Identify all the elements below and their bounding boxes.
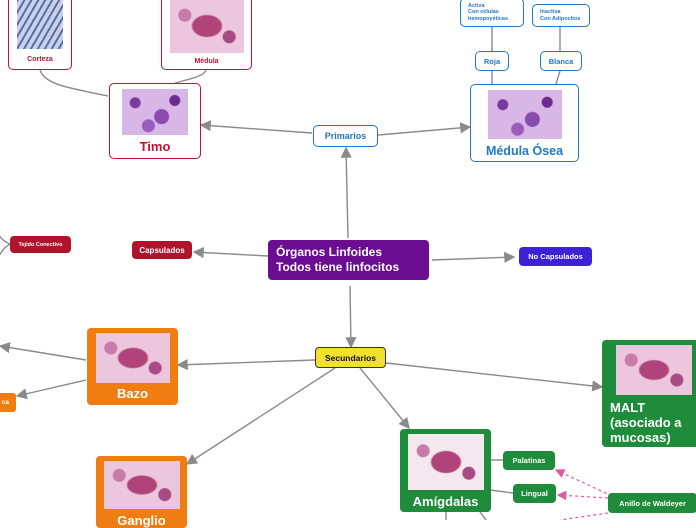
link-central-secundarios xyxy=(345,285,357,349)
anillo-waldeyer-node[interactable]: Anillo de Waldeyer xyxy=(608,493,696,513)
medula-osea-label: Médula Ósea xyxy=(485,144,564,158)
blanca-label: Blanca xyxy=(548,56,574,66)
link-secundarios-bazo xyxy=(176,359,316,371)
bazo-child-node[interactable]: ca xyxy=(0,393,16,412)
lingual-label: Lingual xyxy=(521,489,548,498)
bazo-image xyxy=(95,333,170,383)
activa-line2: Con células xyxy=(468,9,499,16)
corteza-label: Corteza xyxy=(27,56,53,63)
corteza-node[interactable]: Corteza xyxy=(8,0,72,70)
activa-line3: hemopoyéticas xyxy=(468,15,509,22)
timo-label: Timo xyxy=(139,139,171,154)
roja-label: Roja xyxy=(483,56,501,66)
primarios-label: Primarios xyxy=(324,131,367,141)
central-title-line2: Todos tiene linfocitos xyxy=(276,260,400,274)
link-central-capsulados xyxy=(192,246,269,259)
link-bazo-left2 xyxy=(15,379,87,400)
ganglio-image xyxy=(103,461,180,509)
link-medula-blanca xyxy=(555,70,561,85)
primarios-node[interactable]: Primarios xyxy=(313,125,378,147)
link-amig-lingual xyxy=(489,489,514,494)
palatinas-label: Palatinas xyxy=(512,456,546,465)
link-timo-corteza xyxy=(39,69,109,97)
activa-node[interactable]: Activa Con células hemopoyéticas xyxy=(460,0,524,27)
malt-node[interactable]: MALT (asociado a mucosas) xyxy=(602,340,696,447)
link-central-primarios xyxy=(340,146,352,239)
inactiva-line1: Inactiva xyxy=(540,9,561,15)
bazo-label: Bazo xyxy=(116,386,149,401)
link-anillo-palatinas xyxy=(554,469,613,497)
central-title-line1: Órganos Linfoides xyxy=(276,245,383,259)
tejido-conectivo-node[interactable]: Tejido Conectivo xyxy=(10,236,71,253)
link-amig-down2 xyxy=(479,511,487,520)
secundarios-label: Secundarios xyxy=(324,352,377,363)
ganglio-label: Ganglio xyxy=(117,513,166,528)
medula-osea-image xyxy=(487,90,562,139)
bazo-child-label: ca xyxy=(1,399,9,406)
inactiva-line2: Con Adipocitos xyxy=(540,15,581,22)
link-secundarios-amigdalas xyxy=(359,367,410,430)
link-anillo-lingual xyxy=(556,490,609,501)
timo-medula-image xyxy=(169,0,244,53)
timo-image xyxy=(122,89,188,135)
malt-line1: MALT xyxy=(610,400,646,415)
timo-medula-node[interactable]: Médula xyxy=(161,0,252,70)
medula-osea-node[interactable]: Médula Ósea xyxy=(470,84,579,162)
bazo-node[interactable]: Bazo xyxy=(87,328,178,405)
tejido-conectivo-label: Tejido Conectivo xyxy=(18,241,63,248)
link-tejido-left2 xyxy=(0,243,11,256)
link-timo-medula xyxy=(174,69,207,84)
no-capsulados-node[interactable]: No Capsulados xyxy=(519,247,592,266)
link-tejido-left xyxy=(0,235,11,245)
malt-image xyxy=(616,345,692,395)
ganglio-node[interactable]: Ganglio xyxy=(96,456,187,528)
palatinas-node[interactable]: Palatinas xyxy=(503,451,555,470)
link-primarios-timo xyxy=(199,120,313,134)
link-central-nocapsulados xyxy=(431,251,516,263)
anillo-waldeyer-label: Anillo de Waldeyer xyxy=(619,498,686,508)
inactiva-node[interactable]: Inactiva Con Adipocitos xyxy=(532,4,590,27)
malt-line2: (asociado a xyxy=(610,415,682,430)
timo-node[interactable]: Timo xyxy=(109,83,201,159)
link-secundarios-ganglio xyxy=(185,367,336,465)
roja-node[interactable]: Roja xyxy=(475,51,509,71)
link-bazo-left1 xyxy=(0,342,87,361)
central-node[interactable]: Órganos Linfoides Todos tiene linfocitos xyxy=(268,240,429,280)
lingual-node[interactable]: Lingual xyxy=(513,484,556,503)
amigdalas-label: Amígdalas xyxy=(412,494,479,509)
corteza-image xyxy=(17,0,63,49)
activa-line1: Activa xyxy=(468,2,485,9)
link-anillo-down xyxy=(559,512,609,520)
no-capsulados-label: No Capsulados xyxy=(528,252,583,261)
amigdalas-image xyxy=(407,434,484,490)
link-secundarios-malt xyxy=(385,362,604,392)
link-primarios-medula xyxy=(377,122,472,136)
timo-medula-label: Médula xyxy=(194,58,219,65)
amigdalas-node[interactable]: Amígdalas xyxy=(400,429,491,512)
capsulados-node[interactable]: Capsulados xyxy=(132,241,192,259)
secundarios-node[interactable]: Secundarios xyxy=(315,347,386,368)
malt-line3: mucosas) xyxy=(610,430,671,445)
blanca-node[interactable]: Blanca xyxy=(540,51,582,71)
capsulados-label: Capsulados xyxy=(139,245,185,255)
